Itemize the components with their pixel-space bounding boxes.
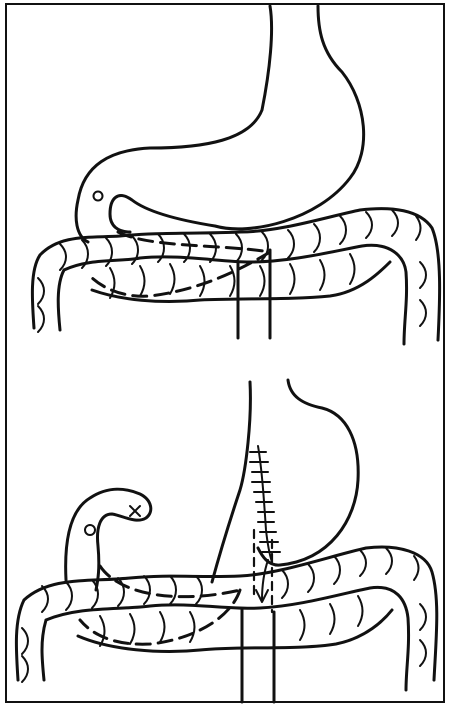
pylorus-mark-upper <box>94 192 103 201</box>
jejunum-limbs-lower <box>242 610 274 702</box>
pylorus-mark-lower <box>85 525 95 535</box>
arrow-down-icon <box>256 560 268 602</box>
lower-panel <box>16 380 436 702</box>
stump-closure-mark <box>130 506 140 516</box>
stomach-outline-upper <box>76 6 364 242</box>
jejunal-loop-dashed-upper <box>90 232 270 296</box>
colon-outline-lower <box>16 547 436 690</box>
upper-panel <box>32 6 439 344</box>
stomach-remnant-lower <box>212 380 358 582</box>
